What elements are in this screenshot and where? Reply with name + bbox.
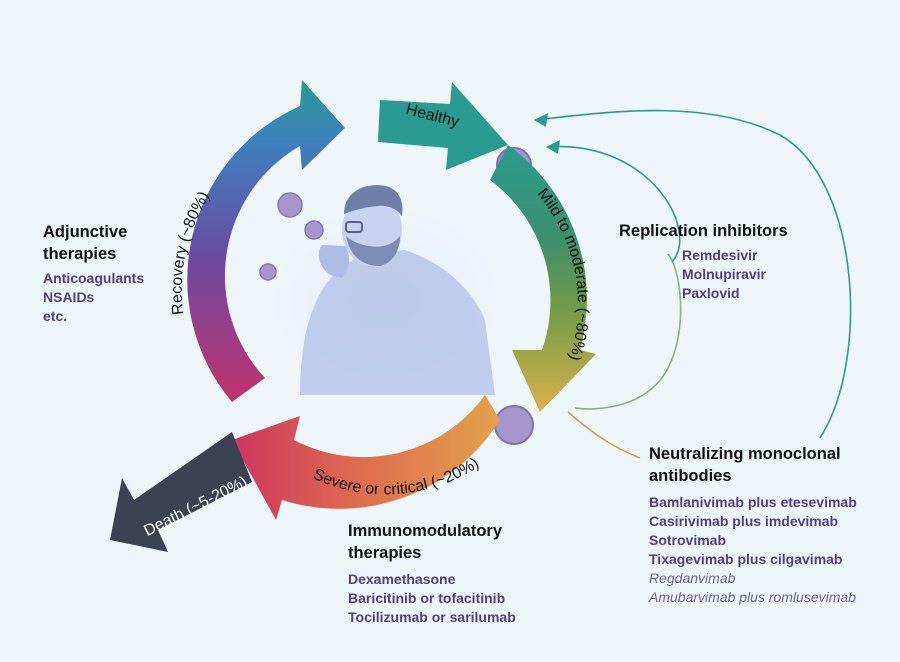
immuno-title-line-2: therapies — [348, 544, 422, 562]
antibodies-title-line-1: Neutralizing monoclonal — [649, 445, 841, 463]
drug-item: Casirivimab plus imdevimab — [649, 513, 839, 529]
drug-item: Paxlovid — [682, 285, 740, 301]
neutralizing-antibodies-block: Neutralizing monoclonal antibodies Bamla… — [649, 443, 857, 607]
arrowhead-icon — [534, 113, 560, 154]
drug-item: Regdanvimab — [649, 570, 736, 586]
immunomodulatory-therapies-block: Immunomodulatory therapies Dexamethasone… — [348, 520, 516, 627]
drug-item: Amubarvimab plus romlusevimab — [649, 589, 856, 605]
death-arrow: Death (~5-20%) — [110, 432, 252, 552]
drug-item: NSAIDs — [43, 289, 95, 305]
connector-lines — [535, 109, 852, 459]
drug-item: Tixagevimab plus cilgavimab — [649, 551, 843, 567]
coughing-person-illustration — [245, 185, 525, 415]
healthy-arrow: Healthy — [378, 82, 508, 170]
drug-item: Bamlanivimab plus etesevimab — [649, 494, 857, 510]
drug-item: Anticoagulants — [43, 270, 145, 286]
drug-item: Remdesivir — [682, 247, 758, 263]
drug-item: Dexamethasone — [348, 571, 456, 587]
adjunctive-title-line-1: Adjunctive — [43, 223, 128, 241]
replication-inhibitors-block: Replication inhibitors Remdesivir Molnup… — [619, 220, 788, 303]
replication-title: Replication inhibitors — [619, 222, 788, 240]
drug-item: Sotrovimab — [649, 532, 727, 548]
drug-item: Molnupiravir — [682, 266, 767, 282]
drug-item: Tocilizumab or sarilumab — [348, 609, 516, 625]
severe-critical-arrow: Severe or critical (~20%) — [232, 395, 500, 520]
adjunctive-therapies-block: Adjunctive therapies Anticoagulants NSAI… — [43, 221, 144, 326]
virus-icon — [259, 192, 324, 281]
immuno-title-line-1: Immunomodulatory — [348, 522, 503, 540]
antibodies-title-line-2: antibodies — [649, 467, 732, 485]
adjunctive-title-line-2: therapies — [43, 245, 117, 263]
drug-item: etc. — [43, 308, 68, 324]
drug-item: Baricitinib or tofacitinib — [348, 590, 506, 606]
